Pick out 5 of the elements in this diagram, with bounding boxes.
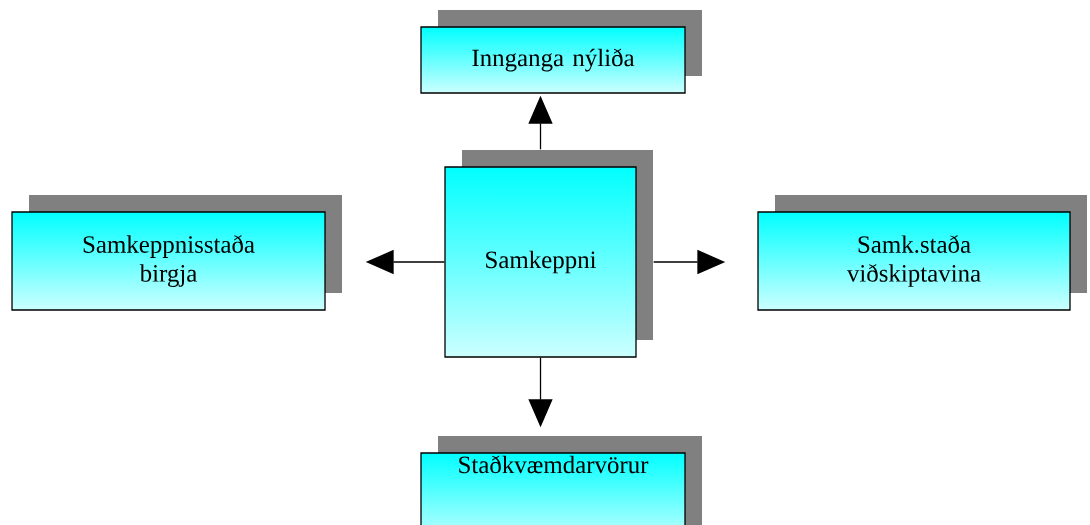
process-box: Staðkvæmdarvörur xyxy=(420,436,702,525)
process-box: Innganga nýliða xyxy=(420,10,702,94)
process-box: Samk.staða viðskiptavina xyxy=(757,195,1087,311)
process-box: Samkeppni xyxy=(444,150,653,358)
process-box: Samkeppnisstaða birgja xyxy=(11,195,342,311)
